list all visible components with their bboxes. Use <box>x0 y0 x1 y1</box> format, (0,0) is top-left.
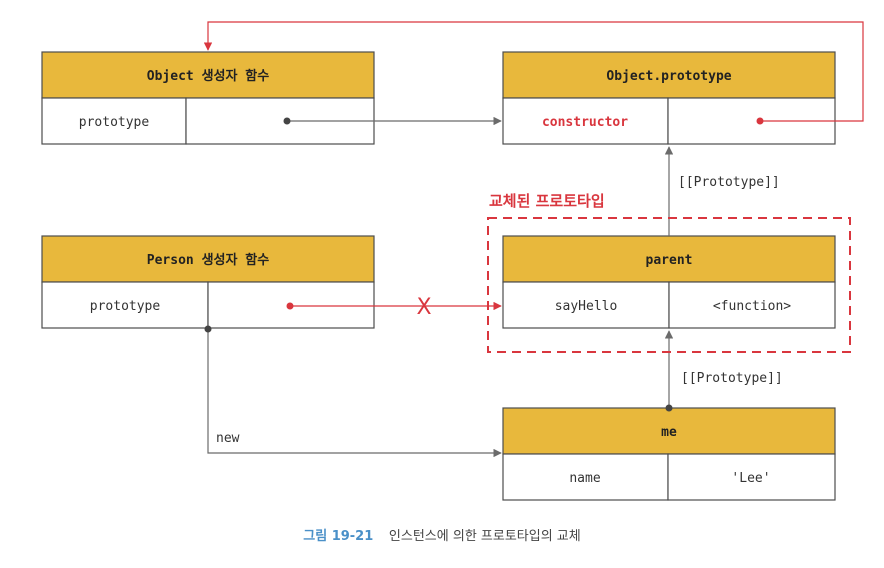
edge-person-prototype-broken: X <box>286 295 502 320</box>
object-prototype-box: Object.prototype constructor <box>502 51 836 145</box>
parent-sayhello-key: sayHello <box>555 299 618 314</box>
object-constructor-header <box>41 51 375 99</box>
caption-text: 인스턴스에 의한 프로토타입의 교체 <box>389 529 581 544</box>
new-edge-label: new <box>216 431 240 446</box>
edge-constructor-back <box>203 21 864 125</box>
object-constructor-prototype-key: prototype <box>79 115 150 130</box>
me-box: me name 'Lee' <box>502 407 836 501</box>
me-name-value: 'Lee' <box>731 471 770 486</box>
edge-me-proto <box>664 330 674 412</box>
broken-link-x-mark: X <box>416 295 431 320</box>
edge-object-prototype <box>283 116 502 126</box>
replaced-prototype-label: 교체된 프로토타입 <box>489 192 605 210</box>
parent-value-cell <box>668 281 836 329</box>
person-constructor-box: Person 생성자 함수 prototype <box>41 235 375 329</box>
me-title: me <box>661 425 677 440</box>
caption-number: 그림 19-21 <box>303 529 373 544</box>
parent-header <box>502 235 836 283</box>
me-value-cell <box>667 453 836 501</box>
proto-link-label-lower: [[Prototype]] <box>681 371 783 386</box>
object-prototype-header <box>502 51 836 99</box>
figure-caption: 그림 19-21 인스턴스에 의한 프로토타입의 교체 <box>303 525 580 544</box>
object-constructor-title: Object 생성자 함수 <box>147 68 269 84</box>
object-prototype-key-cell <box>502 97 669 145</box>
object-constructor-box: Object 생성자 함수 prototype <box>41 51 375 145</box>
parent-title: parent <box>646 253 693 268</box>
replaced-prototype-region <box>487 217 851 353</box>
edge-new <box>204 325 502 458</box>
object-prototype-constructor-key: constructor <box>542 115 628 130</box>
parent-box: parent sayHello <function> <box>502 235 836 329</box>
proto-link-label-upper: [[Prototype]] <box>678 175 780 190</box>
person-constructor-prototype-key: prototype <box>90 299 161 314</box>
object-constructor-key-cell <box>41 97 187 145</box>
object-prototype-title: Object.prototype <box>606 69 731 84</box>
parent-function-value: <function> <box>713 299 791 314</box>
person-constructor-key-cell <box>41 281 209 329</box>
me-name-key: name <box>569 471 600 486</box>
person-constructor-title: Person 생성자 함수 <box>147 252 269 268</box>
me-key-cell <box>502 453 669 501</box>
